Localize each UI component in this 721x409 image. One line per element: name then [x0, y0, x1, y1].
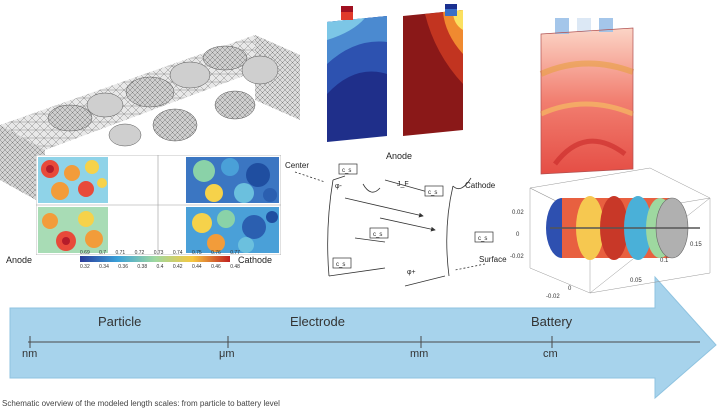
axis-tick: 0 [516, 232, 520, 238]
axis-tick: 0.1 [660, 258, 669, 264]
phi-plus-label: φ+ [407, 269, 416, 276]
particle-concentration-maps [36, 155, 281, 255]
anode-map-top [38, 157, 108, 203]
phi-minus-label: φ- [335, 183, 343, 190]
anode-map-bottom [38, 207, 108, 253]
particle-cathode-label: Cathode [238, 255, 273, 265]
battery-pouch-cell [539, 18, 635, 175]
axis-tick: 0 [568, 286, 572, 292]
colorbar-top-tick: 0.74 [172, 250, 183, 256]
cylindrical-battery-plot: 0.02 0 -0.02 0.05 0.1 0.15 0 -0.02 [510, 167, 711, 300]
electrode-contour-plates [327, 4, 463, 142]
anode-plate [327, 6, 387, 142]
scale-label-particle: Particle [98, 314, 142, 329]
figure-caption: Schematic overview of the modeled length… [2, 399, 280, 408]
axis-tick: 0.02 [512, 210, 524, 216]
colorbar-bottom-tick: 0.34 [99, 264, 109, 270]
colorbar-bottom-tick: 0.4 [156, 264, 164, 270]
tick-label-mm: mm [410, 348, 429, 360]
particle-anode-label: Anode [6, 255, 33, 265]
scale-label-electrode: Electrode [290, 314, 345, 329]
separator-curve [362, 183, 381, 193]
cathode-map-bottom [186, 207, 279, 253]
colorbar-top-labels: 0.69 0.7 0.71 0.72 0.73 0.74 0.75 0.76 0… [80, 250, 240, 256]
center-label: Center [285, 161, 309, 170]
cathode-curve [446, 185, 454, 277]
cs-label: c_s [342, 168, 351, 174]
anode-curve [327, 179, 334, 277]
cathode-plate [403, 4, 463, 136]
cs-label: c_s [428, 190, 437, 196]
cathode-map-top [186, 157, 279, 203]
arrow-shape [9, 275, 717, 400]
cs-label: c_s [373, 232, 382, 238]
cathode-label: Cathode [465, 181, 496, 190]
colorbar-top-tick: 0.71 [115, 250, 126, 256]
flux-label: J_F [397, 181, 409, 188]
colorbar-top-tick: 0.73 [153, 250, 164, 256]
colorbar-bottom-tick: 0.44 [191, 264, 202, 270]
colorbar-bottom-tick: 0.42 [172, 264, 183, 270]
cs-label: c_s [478, 236, 487, 242]
colorbar-top-tick: 0.69 [80, 250, 90, 256]
colorbar-bottom-labels: 0.32 0.34 0.36 0.38 0.4 0.42 0.44 0.46 0… [80, 264, 240, 270]
axis-tick: -0.02 [546, 294, 560, 300]
scale-label-battery: Battery [531, 314, 573, 329]
colorbar-bottom-tick: 0.36 [118, 264, 128, 270]
colorbar-graphic [80, 256, 230, 262]
tick-label-cm: cm [543, 348, 558, 360]
tick-label-nm: nm [22, 348, 38, 360]
colorbar-top-tick: 0.7 [99, 250, 107, 256]
colorbar-top-tick: 0.75 [191, 250, 202, 256]
axis-tick: -0.02 [510, 254, 524, 260]
tick-label-um: μm [219, 348, 235, 360]
battery-cylinder [546, 196, 700, 260]
axis-tick: 0.05 [630, 278, 642, 284]
colorbar-top-tick: 0.72 [134, 250, 145, 256]
colorbar-bottom-tick: 0.32 [80, 264, 90, 270]
electrode-anode-label: Anode [386, 151, 413, 161]
surface-label: Surface [479, 255, 507, 264]
colorbar-bottom-tick: 0.48 [230, 264, 240, 270]
colorbar-bottom-tick: 0.38 [137, 264, 148, 270]
axis-tick: 0.15 [690, 242, 702, 248]
electrode-schematic: c_s c_s c_s c_s c_s Center Surface Catho… [285, 161, 507, 287]
colorbar-bottom-tick: 0.46 [211, 264, 221, 270]
colorbar-top-tick: 0.77 [230, 250, 240, 256]
particle-mesh-render [0, 35, 300, 205]
colorbar-top-tick: 0.76 [211, 250, 221, 256]
cs-label: c_s [336, 262, 345, 268]
